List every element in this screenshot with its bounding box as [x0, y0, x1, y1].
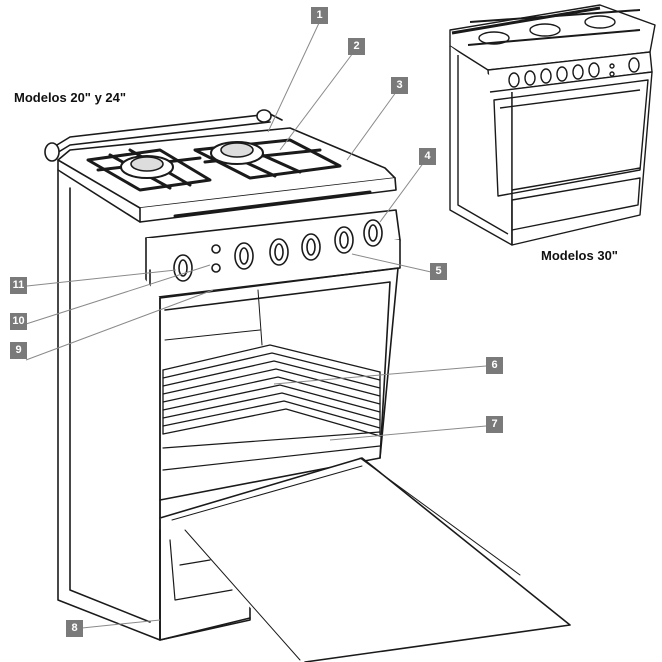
- title-large-models: Modelos 30": [541, 248, 618, 263]
- callout-3: 3: [391, 77, 408, 94]
- leader-lines: [25, 22, 487, 629]
- title-small-models: Modelos 20" y 24": [14, 90, 127, 105]
- callout-5: 5: [430, 263, 447, 280]
- small-knobs: [508, 57, 640, 88]
- callout-8: 8: [66, 620, 83, 637]
- oven-rack: [162, 344, 381, 437]
- callout-6: 6: [486, 357, 503, 374]
- callout-9: 9: [10, 342, 27, 359]
- burners: [120, 141, 264, 179]
- callout-4: 4: [419, 148, 436, 165]
- control-knobs: [173, 219, 383, 282]
- small-stove: [449, 4, 656, 246]
- small-burners: [478, 15, 616, 45]
- callout-10: 10: [10, 313, 27, 330]
- callout-1: 1: [311, 7, 328, 24]
- callout-7: 7: [486, 416, 503, 433]
- callout-2: 2: [348, 38, 365, 55]
- main-stove: [44, 109, 571, 662]
- callout-11: 11: [10, 277, 27, 294]
